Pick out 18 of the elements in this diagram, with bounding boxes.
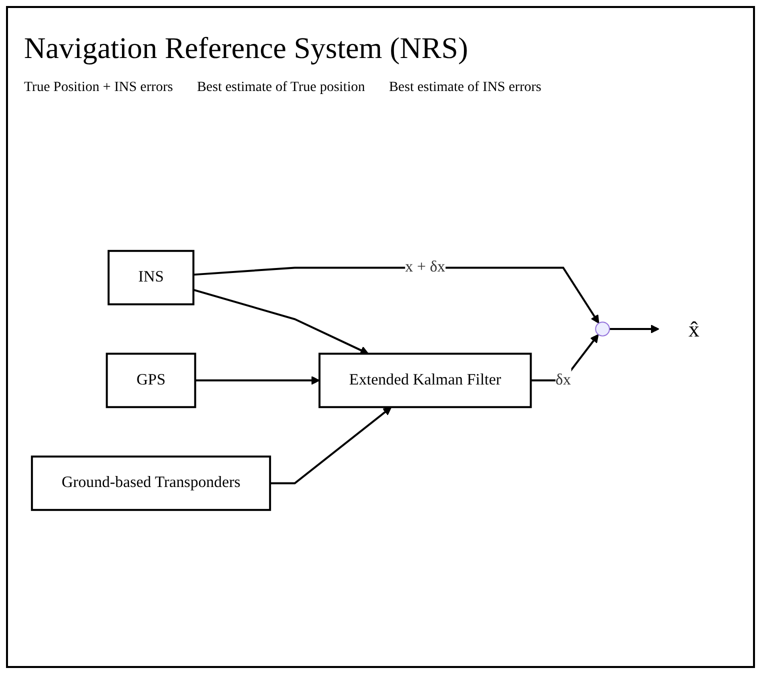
note-text: Best estimate of INS errors	[388, 80, 542, 96]
arrow	[193, 266, 600, 324]
node-circle	[595, 321, 610, 336]
diagram-title: Navigation Reference System (NRS)	[24, 32, 470, 66]
node-box: Ground-based Transponders	[30, 455, 272, 510]
node-box: GPS	[106, 352, 196, 408]
arrow	[609, 324, 660, 333]
node-box: INS	[108, 250, 194, 305]
node-text: x̂	[688, 316, 700, 341]
edge-label: x + δx	[405, 258, 446, 276]
note-text: Best estimate of True position	[196, 80, 365, 96]
node-box: Extended Kalman Filter	[318, 352, 532, 408]
note-text: True Position + INS errors	[24, 80, 173, 96]
arrow	[530, 334, 599, 381]
arrow	[195, 376, 320, 384]
edge-label: δx	[556, 371, 571, 388]
arrow	[193, 288, 369, 354]
arrow	[270, 406, 392, 484]
